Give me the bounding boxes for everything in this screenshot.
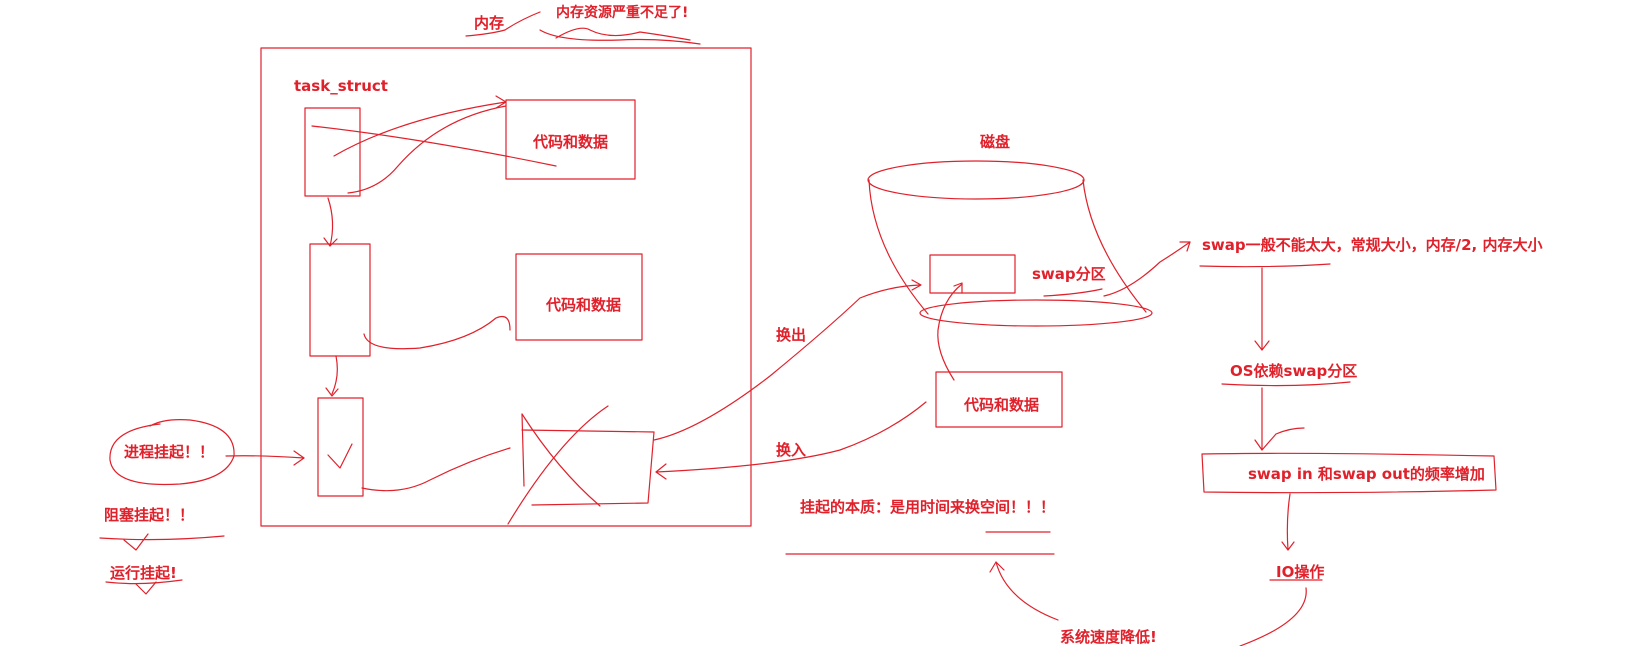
slowdown-arrow [995, 561, 1059, 621]
blocked-suspend-label: 阻塞挂起！！ [104, 506, 195, 524]
disk-code-to-swap-head [953, 282, 963, 294]
swap-out-arrow [653, 284, 921, 441]
running-check [135, 581, 157, 595]
pcb-box-2 [309, 243, 371, 357]
pcb1-code-link-c [347, 105, 507, 194]
pcb1-code-link-b-head [495, 95, 507, 109]
pcb-link-2-head [325, 387, 339, 397]
disk-code-data-label: 代码和数据 [964, 396, 1040, 414]
code-data-label-1: 代码和数据 [533, 133, 609, 151]
pcb-link-1 [327, 197, 334, 247]
process-suspend-arrow [225, 455, 305, 459]
swap-to-size-arrow [1103, 241, 1191, 297]
crossed-box-slash-b [507, 405, 609, 525]
freq-to-io-arrow-head [1281, 541, 1295, 551]
io-label: IO操作 [1276, 563, 1325, 581]
freq-to-io-arrow [1286, 493, 1291, 551]
swap-size-note: swap一般不能太大，常规大小，内存/2, 内存大小 [1202, 236, 1543, 254]
essence-label: 挂起的本质：是用时间来换空间！！！ [800, 498, 1056, 516]
pcb2-code-link [363, 315, 511, 350]
slowdown-arrow-head [989, 561, 1005, 573]
swap-partition-box [929, 254, 1016, 294]
swap-partition-label: swap分区 [1032, 265, 1106, 283]
memory-title: 内存 [474, 14, 505, 32]
swap-in-label: 换入 [776, 441, 807, 459]
code-box-2 [515, 253, 643, 341]
crossed-box-left-edge [521, 413, 525, 487]
disk-label: 磁盘 [980, 133, 1011, 151]
os-depends-label: OS依赖swap分区 [1230, 362, 1358, 380]
os-underline [1221, 381, 1351, 387]
crossed-code-box [521, 429, 655, 506]
warning-scribble [539, 27, 701, 45]
disk-side-right [1082, 179, 1147, 313]
disk-code-box [935, 371, 1063, 428]
pcb1-code-link-a [311, 125, 557, 167]
running-underline [105, 579, 183, 585]
blocked-underline [99, 535, 225, 541]
swap-in-arrow [655, 401, 927, 473]
memory-frame [260, 47, 752, 527]
memory-warning: 内存资源严重不足了! [556, 5, 689, 21]
swap-in-arrow-head [655, 463, 667, 480]
frequency-box [1201, 452, 1497, 494]
swap-out-label: 换出 [776, 326, 807, 344]
disk-top [867, 160, 1085, 200]
io-to-slowdown-curve [1239, 587, 1307, 646]
frequency-label: swap in 和swap out的频率增加 [1248, 465, 1485, 483]
disk-code-to-swap [937, 283, 963, 381]
pcb3-check [327, 443, 353, 469]
code-box-1 [505, 99, 636, 180]
swap-to-size-arrow-head [1179, 241, 1191, 252]
blocked-check [123, 533, 149, 551]
process-suspend-arrow-head [293, 450, 305, 466]
disk-bottom [919, 299, 1153, 327]
task-struct-label: task_struct [294, 77, 388, 95]
pcb-box-1 [304, 107, 361, 197]
os-to-freq-arrow-head [1254, 427, 1305, 451]
running-suspend-label: 运行挂起! [110, 564, 177, 582]
crossed-box-slash-a [521, 413, 601, 507]
swap-partition-underline [1043, 288, 1103, 297]
pcb-link-2 [331, 355, 338, 395]
process-suspend-label: 进程挂起！！ [124, 443, 215, 461]
code-data-label-2: 代码和数据 [546, 296, 622, 314]
size-to-os-arrow-head [1254, 340, 1270, 351]
slowdown-label: 系统速度降低! [1060, 628, 1157, 646]
swap-out-arrow-head [911, 279, 922, 291]
size-note-underline [1199, 263, 1331, 268]
pcb1-code-link-b [333, 101, 507, 157]
disk-side-left [868, 179, 929, 315]
pcb3-link [361, 447, 511, 492]
pcb-box-3 [317, 397, 364, 497]
process-suspend-circle [109, 419, 235, 486]
memory-title-underline [465, 11, 541, 37]
pcb-link-1-head [323, 237, 338, 247]
